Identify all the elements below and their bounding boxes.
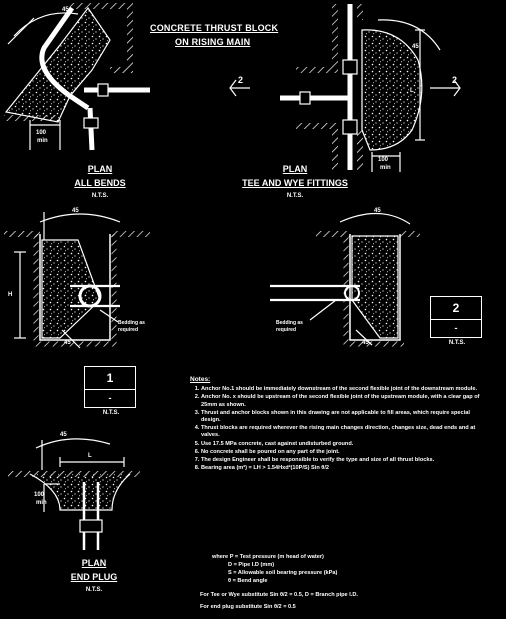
section-2-drawing <box>270 212 420 347</box>
bends-nts: N.T.S. <box>91 193 109 199</box>
note-5: Use 17.5 MPa concrete, cast against undi… <box>201 441 490 448</box>
bends-angle-label: 45 <box>62 7 69 13</box>
endplug-dim-l: L <box>88 453 92 459</box>
plan-tee-wye <box>229 4 461 172</box>
bends-caption-plan: PLAN <box>87 164 113 174</box>
drawing-title-line1: CONCRETE THRUST BLOCK <box>150 23 279 33</box>
endplug-caption-title: END PLUG <box>70 572 118 582</box>
note-7: The design Engineer shall be responsible… <box>201 457 490 464</box>
section-2-number: 2 <box>452 301 460 315</box>
where-line-1: where P = Test pressure (m head of water… <box>212 554 324 560</box>
note-3: Thrust and anchor blocks shown in this d… <box>201 410 490 424</box>
notes-list: Anchor No.1 should be immediately downst… <box>190 386 490 472</box>
tee-substitute-line: For Tee or Wye substitute Sin θ/2 = 0.5,… <box>200 592 358 598</box>
section-1-marker: 1 - <box>84 366 136 408</box>
tee-angle-label: 45 <box>412 44 419 50</box>
note-6: No concrete shall be poured on any part … <box>201 449 490 456</box>
drawing-title-line2: ON RISING MAIN <box>175 37 251 47</box>
section-1-drawing <box>4 212 150 349</box>
note-8: Bearing area (m²) = LH > 1.54Hxd²(10P/S)… <box>201 465 490 472</box>
note-4: Thrust blocks are required wherever the … <box>201 425 490 439</box>
section-2-marker: 2 - <box>430 296 482 338</box>
bends-dim-100: 100 <box>36 130 47 136</box>
section-1-dash: - <box>108 393 112 403</box>
endplug-dim-unit: min <box>36 500 47 506</box>
endplug-caption-plan: PLAN <box>81 558 107 568</box>
where-line-4: θ = Bend angle <box>228 578 268 584</box>
tee-dim-unit: min <box>380 165 391 171</box>
section1-angle-bottom: 45 <box>64 340 71 346</box>
section-1-number: 1 <box>106 371 114 385</box>
tee-caption-plan: PLAN <box>282 164 308 174</box>
plan-end-plug-drawing <box>8 438 140 550</box>
section-1-nts: N.T.S. <box>102 410 120 416</box>
note-2: Anchor No. x should be upstream of the s… <box>201 394 490 408</box>
where-line-3: S = Allowable soil bearing pressure (kPa… <box>228 570 338 576</box>
notes-heading: Notes: <box>190 376 211 383</box>
tee-section-right: 2 <box>452 75 458 85</box>
tee-dim-l: L <box>410 88 414 94</box>
endplug-nts: N.T.S. <box>85 587 103 593</box>
notes-block: Notes: Anchor No.1 should be immediately… <box>190 376 490 473</box>
section2-bedding-note: Bedding as required <box>276 320 303 333</box>
endplug-angle-label: 45 <box>60 432 67 438</box>
note-1: Anchor No.1 should be immediately downst… <box>201 386 490 393</box>
section-2-nts: N.T.S. <box>448 340 466 346</box>
tee-nts: N.T.S. <box>286 193 304 199</box>
section1-bedding-note: Bedding as required <box>118 320 145 333</box>
endplug-dim-100: 100 <box>34 492 45 498</box>
where-line-2: D = Pipe I.D (mm) <box>228 562 275 568</box>
section1-dim-h: H <box>8 292 13 298</box>
bends-caption-title: ALL BENDS <box>74 178 126 188</box>
section2-angle-label: 45 <box>374 208 381 214</box>
tee-dim-100: 100 <box>378 157 389 163</box>
tee-caption-title: TEE AND WYE FITTINGS <box>242 178 348 188</box>
tee-section-left: 2 <box>238 75 244 85</box>
section-2-dash: - <box>454 323 458 333</box>
bends-dim-unit: min <box>37 138 48 144</box>
plan-all-bends <box>4 3 150 151</box>
plug-substitute-line: For end plug substitute Sin θ/2 = 0.5 <box>200 604 296 610</box>
section2-angle-bottom: 45 <box>362 340 369 346</box>
section1-angle-label: 45 <box>72 208 79 214</box>
